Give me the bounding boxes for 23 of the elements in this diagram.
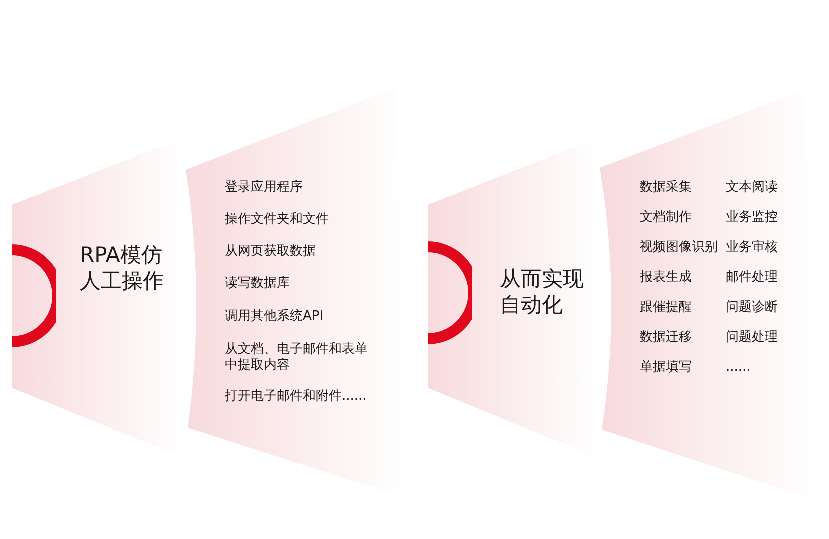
heading-text: RPA模仿人工操作 [80,242,165,294]
list-item: 视频图像识别 [640,240,718,256]
heading-text: 从而实现自动化 [500,266,585,318]
list-item: 业务监控 [726,210,778,226]
list-item: 问题处理 [726,330,778,346]
list-item: 从文档、电子邮件和表单中提取内容 [225,342,369,374]
list-item: 读写数据库 [225,276,290,292]
list-item: 调用其他系统API [225,309,324,325]
list-item: 报表生成 [640,270,692,286]
list-item: 业务审核 [726,240,778,256]
list-item: 数据迁移 [640,330,692,346]
list-item: 跟催提醒 [640,300,692,316]
list-item: 数据采集 [640,180,692,196]
list-item: 打开电子邮件和附件...... [225,389,367,405]
list-item: 文本阅读 [726,180,778,196]
list-item: 单据填写 [640,360,692,376]
list-item: ...... [726,360,751,376]
list-item: 从网页获取数据 [225,244,316,260]
list-item: 问题诊断 [726,300,778,316]
list-item: 邮件处理 [726,270,778,286]
list-item: 登录应用程序 [225,180,303,196]
list-item: 文档制作 [640,210,692,226]
list-item: 操作文件夹和文件 [225,212,329,228]
